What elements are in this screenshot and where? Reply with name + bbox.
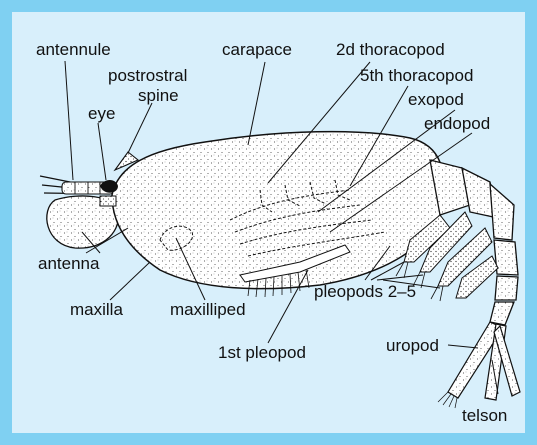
label-exopod: exopod [408, 90, 464, 110]
label-2d-thoracopod: 2d thoracopod [336, 40, 445, 60]
label-maxilla: maxilla [70, 300, 123, 320]
label-carapace: carapace [222, 40, 292, 60]
label-postrostral: postrostral [108, 66, 187, 86]
label-5th-thoracopod: 5th thoracopod [360, 66, 473, 86]
label-telson: telson [462, 406, 507, 426]
label-antennule: antennule [36, 40, 111, 60]
label-spine: spine [138, 86, 179, 106]
label-uropod: uropod [386, 336, 439, 356]
label-1st-pleopod: 1st pleopod [218, 343, 306, 363]
label-maxilliped: maxilliped [170, 300, 246, 320]
label-pleopods-2-5: pleopods 2–5 [314, 282, 416, 302]
label-antenna: antenna [38, 254, 99, 274]
label-eye: eye [88, 104, 115, 124]
uropod-telson [448, 322, 520, 400]
label-endopod: endopod [424, 114, 490, 134]
